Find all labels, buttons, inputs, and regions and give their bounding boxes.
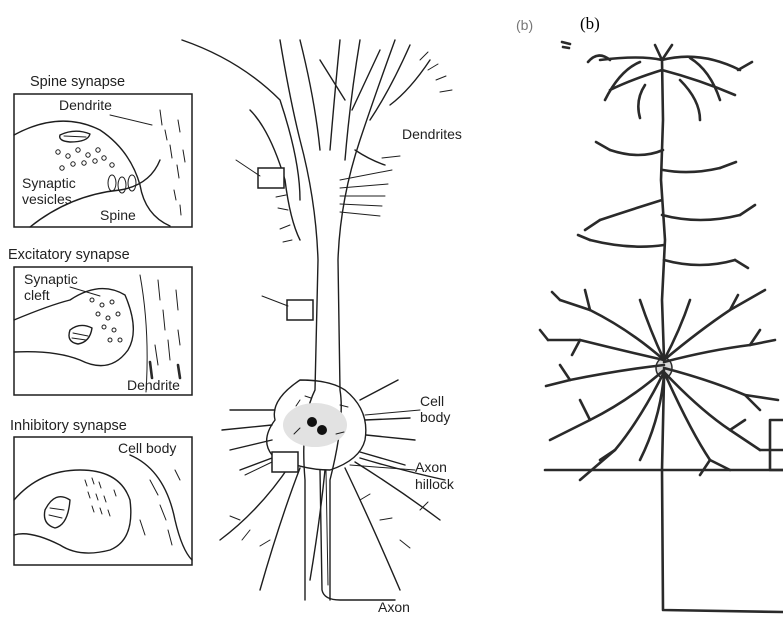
inset-title-spine-synapse: Spine synapse [30,74,125,90]
panel-b-label-small: (b) [516,17,533,33]
label-axon-hillock-2: hillock [415,476,455,492]
label-spine: Spine [100,207,136,223]
label-dendrite-spine: Dendrite [59,97,112,113]
pyramidal-neuron-diagram [182,40,452,600]
label-cell-1: Cell [420,393,444,409]
label-synaptic-spine: Synaptic [22,175,76,191]
panel-b-label-large: (b) [580,14,600,33]
label-synaptic-excitatory: Synaptic [24,271,78,287]
label-axon: Axon [378,599,410,615]
label-dendrite-excitatory: Dendrite [127,377,180,393]
label-cell-2: body [420,409,450,425]
inset-title-excitatory-synapse: Excitatory synapse [8,247,130,263]
label-cleft-excitatory: cleft [24,287,50,303]
label-dendrites: Dendrites [402,126,462,142]
label-vesicles-spine: vesicles [22,191,72,207]
label-cell-body-inhibitory: Cell body [118,440,176,456]
neuron-tracing-drawing [540,45,783,612]
inset-inhibitory-synapse [14,437,192,565]
label-axon-hillock-1: Axon [415,459,447,475]
inset-title-inhibitory-synapse: Inhibitory synapse [10,418,127,434]
